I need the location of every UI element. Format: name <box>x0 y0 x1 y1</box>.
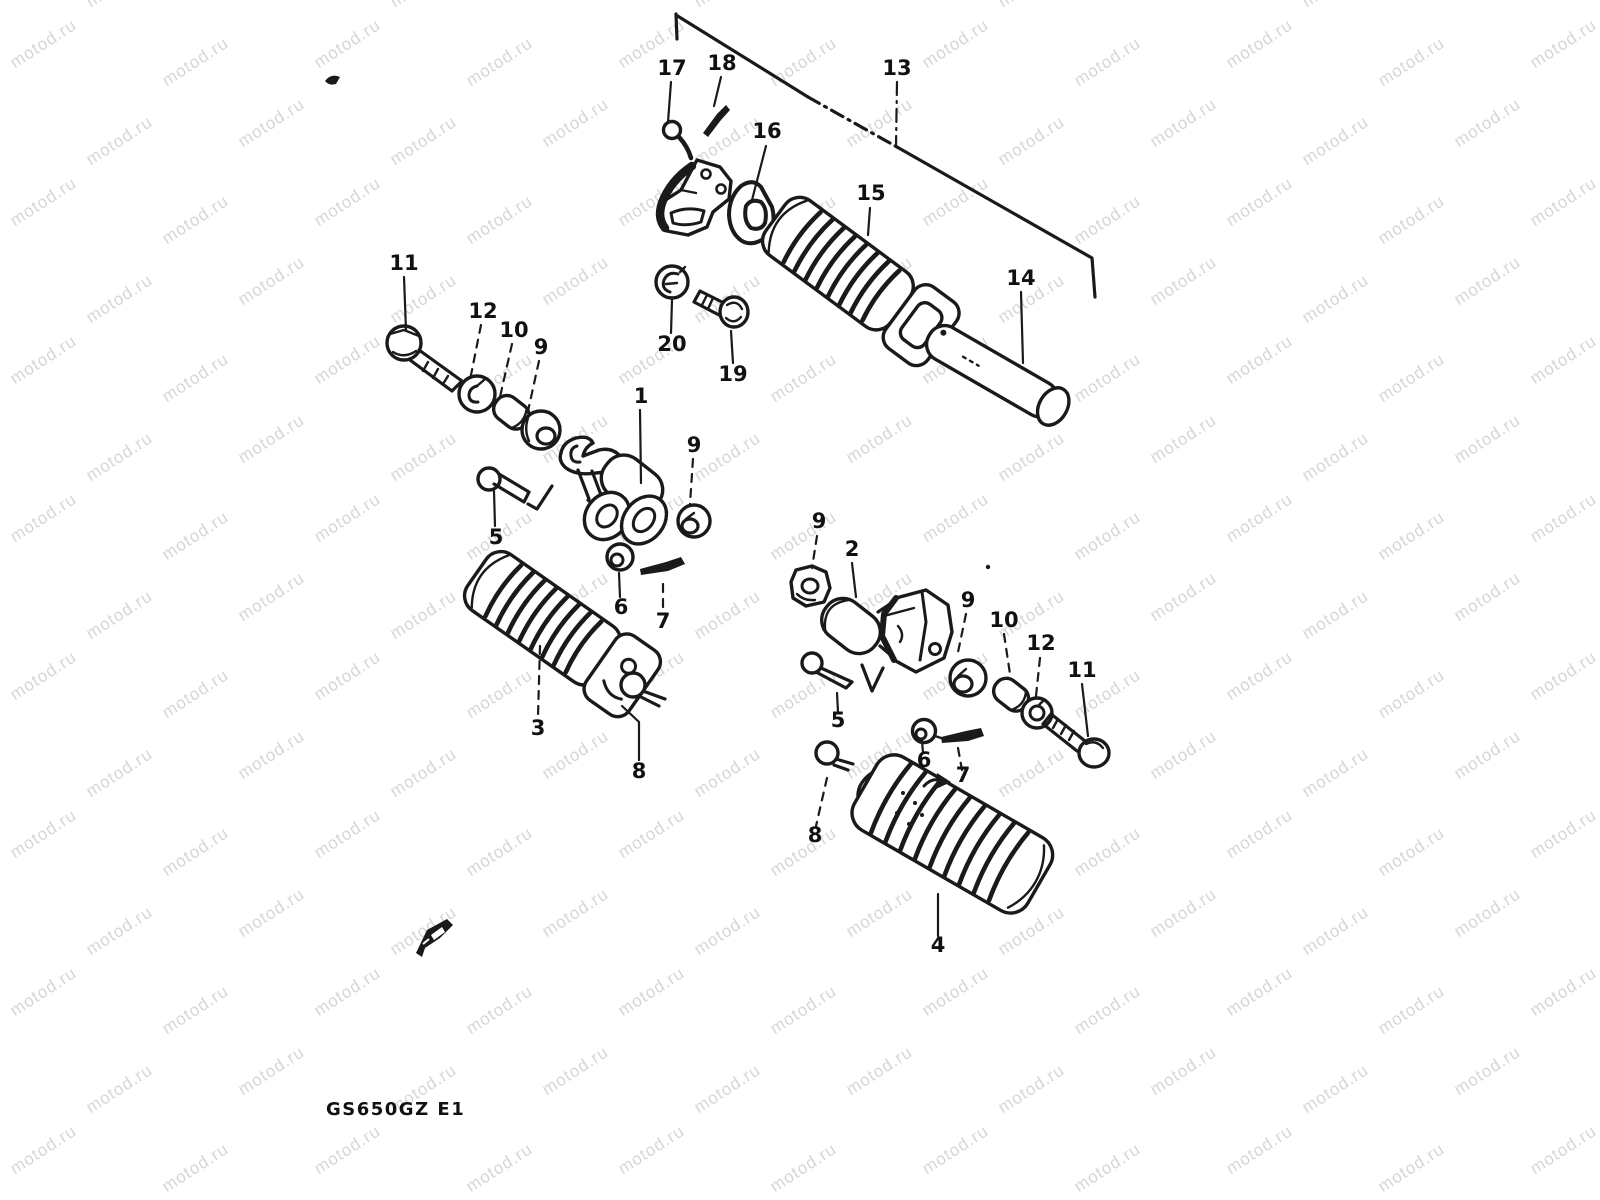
front-direction-arrow-icon <box>416 919 453 957</box>
part-label-16: 16 <box>752 119 781 143</box>
part-label-7: 7 <box>656 609 671 633</box>
part-10-spacer-right <box>991 676 1031 713</box>
part-1-footrest-bracket <box>558 435 669 546</box>
callout-leader-lines <box>402 75 1090 938</box>
part-7-pin-right <box>933 728 984 743</box>
part-label-11: 11 <box>1067 658 1096 682</box>
part-label-10: 10 <box>499 318 528 342</box>
part-label-3: 3 <box>531 716 546 740</box>
part-label-5: 5 <box>831 708 846 732</box>
part-7-pin-left <box>640 557 685 575</box>
small-mark <box>325 75 340 85</box>
part-label-15: 15 <box>856 181 885 205</box>
part-label-13: 13 <box>882 56 911 80</box>
part-label-12: 12 <box>1026 631 1055 655</box>
part-9-collar-left <box>520 409 562 451</box>
part-8-clip-right <box>814 740 855 772</box>
part-label-8: 8 <box>808 823 823 847</box>
part-label-10: 10 <box>989 608 1018 632</box>
part-9-nut-right <box>789 564 832 608</box>
part-label-20: 20 <box>657 332 686 356</box>
part-11-bolt-right <box>1041 712 1111 769</box>
part-18-pin-icon <box>703 105 730 137</box>
part-14-footrest-bar <box>924 323 1071 427</box>
part-label-18: 18 <box>707 51 736 75</box>
part-20-circlip <box>654 264 690 300</box>
part-2-footrest-bracket <box>820 588 954 674</box>
part-label-4: 4 <box>931 933 946 957</box>
part-3-footrest-rubber <box>462 549 663 719</box>
part-17-stopper-arm <box>661 119 694 161</box>
part-6-grommet-left <box>605 542 635 572</box>
part-label-12: 12 <box>468 299 497 323</box>
part-12-washer-right <box>1020 696 1054 730</box>
part-label-11: 11 <box>389 251 418 275</box>
part-8-clip-left <box>619 671 667 708</box>
part-label-9: 9 <box>812 509 827 533</box>
part-5-pivot-pin-right <box>800 651 885 693</box>
part-16-gasket-plate <box>727 180 776 246</box>
part-9-washer-right <box>948 658 988 698</box>
part-label-2: 2 <box>845 537 860 561</box>
part-label-19: 19 <box>718 362 747 386</box>
group-bracket-line <box>674 12 1097 299</box>
part-12-washer-left <box>457 374 497 414</box>
part-label-7: 7 <box>956 763 971 787</box>
part-label-9: 9 <box>687 433 702 457</box>
part-label-9: 9 <box>961 588 976 612</box>
part-9-washer-mid <box>676 503 712 539</box>
small-dot <box>985 564 991 570</box>
part-label-8: 8 <box>632 759 647 783</box>
part-6-grommet-right <box>910 717 938 745</box>
part-label-5: 5 <box>489 525 504 549</box>
part-4-footrest-rubber <box>850 753 1055 915</box>
part-label-17: 17 <box>657 56 686 80</box>
part-11-bolt-left <box>385 324 464 393</box>
part-label-6: 6 <box>917 748 932 772</box>
part-label-6: 6 <box>614 595 629 619</box>
part-footrest-holder-bracket <box>655 158 733 237</box>
part-5-pivot-pin-left <box>476 466 554 511</box>
diagram-model-code: GS650GZ E1 <box>326 1099 465 1120</box>
part-label-9: 9 <box>534 335 549 359</box>
part-label-14: 14 <box>1006 266 1035 290</box>
part-19-bolt <box>692 289 750 329</box>
part-label-1: 1 <box>634 384 649 408</box>
